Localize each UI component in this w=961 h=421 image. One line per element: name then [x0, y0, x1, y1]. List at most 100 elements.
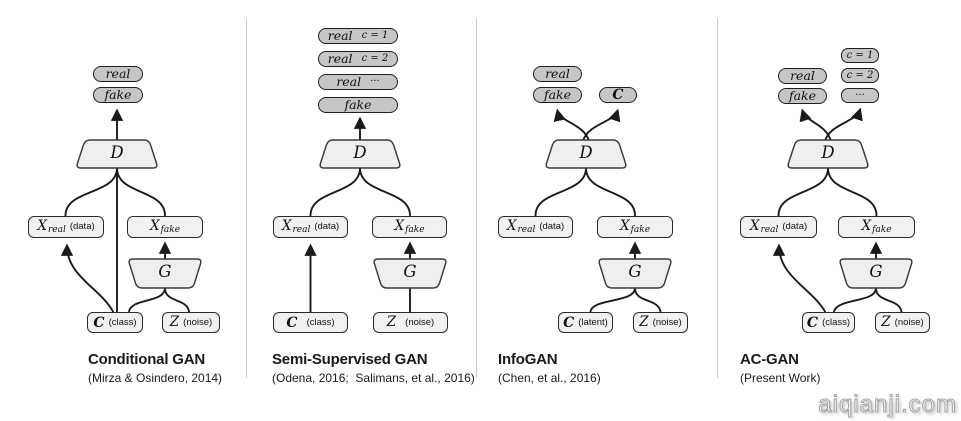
discriminator-shape	[545, 139, 627, 169]
discriminator-label: D	[110, 143, 124, 162]
output-pill-real: real	[533, 66, 582, 82]
pill-label: fake	[788, 87, 817, 103]
xreal-sub: real	[760, 224, 779, 235]
panel-citation: (Chen, et al., 2016)	[498, 371, 601, 385]
z-box: Z(noise)	[633, 312, 688, 333]
arrow-d-to-class-outputs	[824, 107, 863, 142]
discriminator-label: D	[821, 143, 835, 162]
xreal-note: (data)	[69, 221, 95, 233]
pill-tag: ···	[370, 76, 380, 87]
z-box: Z(noise)	[373, 312, 448, 333]
connector-c-g	[589, 287, 636, 313]
pill-label: real	[790, 67, 815, 83]
xfake-sub: fake	[630, 224, 651, 235]
xreal-note: (data)	[314, 221, 340, 233]
generator-label: G	[403, 262, 417, 281]
output-pill-real-c1: real c = 1	[318, 28, 398, 44]
discriminator-label: D	[353, 143, 367, 162]
z-box: Z(noise)	[162, 312, 220, 333]
c-box: C(class)	[802, 312, 855, 333]
output-pill-real: real	[778, 68, 827, 84]
xreal-main: X	[749, 218, 760, 235]
connector-d-xfake	[359, 167, 411, 217]
c-box: C (class)	[273, 312, 348, 333]
arrow-d-to-realfake	[553, 108, 590, 142]
c-letter: C	[563, 314, 575, 331]
output-pill-fake: fake	[318, 97, 398, 113]
connector-d-xreal	[534, 167, 587, 217]
watermark-text: aiqianji.com	[818, 390, 957, 418]
c-note: (class)	[822, 316, 851, 328]
panel-title: Conditional GAN	[88, 351, 205, 368]
generator-shape	[839, 258, 913, 289]
pill-label: fake	[344, 96, 372, 112]
xreal-note: (data)	[539, 221, 565, 233]
connector-d-xreal	[64, 167, 118, 217]
pill-label: fake	[104, 86, 132, 102]
z-letter: Z	[639, 313, 649, 330]
xfake-main: X	[149, 218, 160, 235]
z-letter: Z	[386, 313, 397, 330]
output-pill-c: C	[599, 87, 637, 103]
xreal-main: X	[506, 218, 517, 235]
xreal-sub: real	[47, 224, 66, 235]
xreal-main: X	[281, 218, 292, 235]
pill-tag: c = 2	[361, 53, 389, 64]
z-letter: Z	[169, 313, 180, 330]
c-letter: C	[93, 314, 105, 331]
xreal-sub: real	[517, 224, 536, 235]
generator-shape	[128, 258, 202, 289]
c-note: (class)	[108, 316, 137, 328]
discriminator-shape	[76, 139, 158, 169]
c-note: (class)	[306, 316, 335, 328]
panel-caption: Semi-Supervised GAN (Odena, 2016; Salima…	[272, 351, 475, 385]
pill-label: ···	[855, 89, 865, 101]
discriminator-shape	[787, 139, 869, 169]
pill-label: C	[612, 87, 624, 103]
panel-title: Semi-Supervised GAN	[272, 351, 428, 368]
panel-title: AC-GAN	[740, 351, 799, 368]
output-pill-fake: fake	[93, 87, 143, 103]
output-pill-real-ellipsis: real···	[318, 74, 398, 90]
pill-label: real	[327, 27, 353, 43]
xfake-main: X	[861, 218, 872, 235]
arrow-c-to-xreal	[60, 243, 114, 313]
z-note: (noise)	[894, 316, 924, 328]
pill-label: real	[327, 50, 353, 66]
connector-d-xfake	[116, 167, 166, 217]
discriminator-shape	[319, 139, 401, 169]
connector-d-xfake	[827, 167, 878, 217]
pill-label: c = 2	[846, 69, 874, 81]
panel-caption: Conditional GAN (Mirza & Osindero, 2014)	[88, 351, 222, 385]
xreal-main: X	[37, 218, 47, 235]
pill-label: real	[105, 65, 131, 81]
discriminator-label: D	[579, 143, 593, 162]
c-letter: C	[286, 314, 298, 331]
output-pill-c2: c = 2	[841, 68, 879, 83]
connector-z-g	[634, 287, 662, 313]
connector-d-xreal	[309, 167, 361, 217]
connector-d-xfake	[585, 167, 636, 217]
generator-label: G	[869, 262, 883, 281]
pill-tag: c = 1	[361, 30, 389, 41]
panel-caption: InfoGAN (Chen, et al., 2016)	[498, 351, 601, 385]
xfake-sub: fake	[160, 224, 181, 235]
arrow-d-to-c-output	[582, 108, 621, 142]
generator-label: G	[628, 262, 642, 281]
generator-shape	[598, 258, 672, 289]
arrow-c-to-xreal	[772, 243, 826, 313]
connector-c-g	[833, 287, 877, 313]
connector-z-g	[164, 287, 190, 313]
generator-label: G	[158, 262, 172, 281]
panel-citation: (Odena, 2016; Salimans, et al., 2016)	[272, 371, 475, 385]
